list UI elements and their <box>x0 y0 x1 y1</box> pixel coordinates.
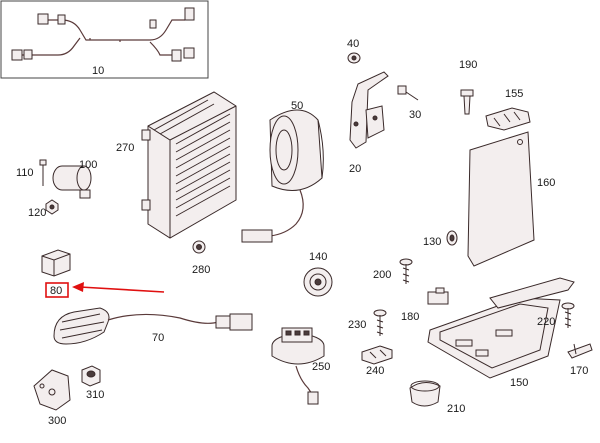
part-180-connector[interactable] <box>427 287 449 305</box>
label-190: 190 <box>459 59 477 71</box>
part-240-clip[interactable] <box>361 345 393 365</box>
label-130: 130 <box>423 236 441 248</box>
label-30: 30 <box>409 109 421 121</box>
part-70-sensor[interactable] <box>53 307 110 345</box>
part-250-plug[interactable] <box>307 391 319 405</box>
part-300-bracket[interactable] <box>33 369 71 411</box>
part-170-bracket[interactable] <box>567 343 593 359</box>
label-160: 160 <box>537 177 555 189</box>
label-40: 40 <box>347 38 359 50</box>
part-200-screw[interactable] <box>399 258 413 284</box>
part-190-pin[interactable] <box>460 89 474 115</box>
part-30-bolt[interactable] <box>397 85 419 101</box>
part-160-panel[interactable] <box>467 131 535 267</box>
label-20: 20 <box>349 163 361 175</box>
label-270: 270 <box>116 142 134 154</box>
part-250-sensor[interactable] <box>271 327 325 365</box>
label-150: 150 <box>510 377 528 389</box>
part-120-nut[interactable] <box>45 199 59 215</box>
part-50-connector[interactable] <box>241 229 273 243</box>
label-80: 80 <box>50 285 62 297</box>
highlight-box-80 <box>45 282 69 298</box>
label-110: 110 <box>16 167 34 179</box>
label-50: 50 <box>291 100 303 112</box>
part-150-tray[interactable] <box>427 277 575 379</box>
label-140: 140 <box>309 251 327 263</box>
part-20-bracket[interactable] <box>349 71 389 149</box>
label-250: 250 <box>312 361 330 373</box>
label-120: 120 <box>28 207 46 219</box>
part-100-actuator[interactable] <box>52 165 92 199</box>
part-155-holder[interactable] <box>485 107 531 131</box>
label-240: 240 <box>366 365 384 377</box>
part-210-holder[interactable] <box>409 380 441 407</box>
label-220: 220 <box>537 316 555 328</box>
part-10-harness[interactable] <box>11 7 195 62</box>
part-270-amplifier[interactable] <box>141 91 237 239</box>
label-200: 200 <box>373 269 391 281</box>
label-300: 300 <box>48 415 66 427</box>
part-50-speaker[interactable] <box>269 109 324 191</box>
harness-inset-frame <box>0 0 209 79</box>
part-110-screw[interactable] <box>39 159 47 186</box>
part-310-nut[interactable] <box>81 365 101 387</box>
label-70: 70 <box>152 332 164 344</box>
part-220-screw[interactable] <box>561 302 575 328</box>
part-280-bolt[interactable] <box>192 240 206 254</box>
label-180: 180 <box>401 311 419 323</box>
part-80-relay[interactable] <box>41 249 71 277</box>
label-170: 170 <box>570 365 588 377</box>
label-210: 210 <box>447 403 465 415</box>
part-130-grommet[interactable] <box>446 230 458 246</box>
label-155: 155 <box>505 88 523 100</box>
part-230-screw[interactable] <box>373 309 387 336</box>
label-100: 100 <box>79 159 97 171</box>
label-230: 230 <box>348 319 366 331</box>
highlight-arrow <box>72 282 165 293</box>
label-310: 310 <box>86 389 104 401</box>
label-10: 10 <box>92 65 104 77</box>
label-280: 280 <box>192 264 210 276</box>
part-40-clip[interactable] <box>347 52 361 64</box>
part-140-button[interactable] <box>303 267 333 297</box>
part-70-connector[interactable] <box>215 313 253 331</box>
